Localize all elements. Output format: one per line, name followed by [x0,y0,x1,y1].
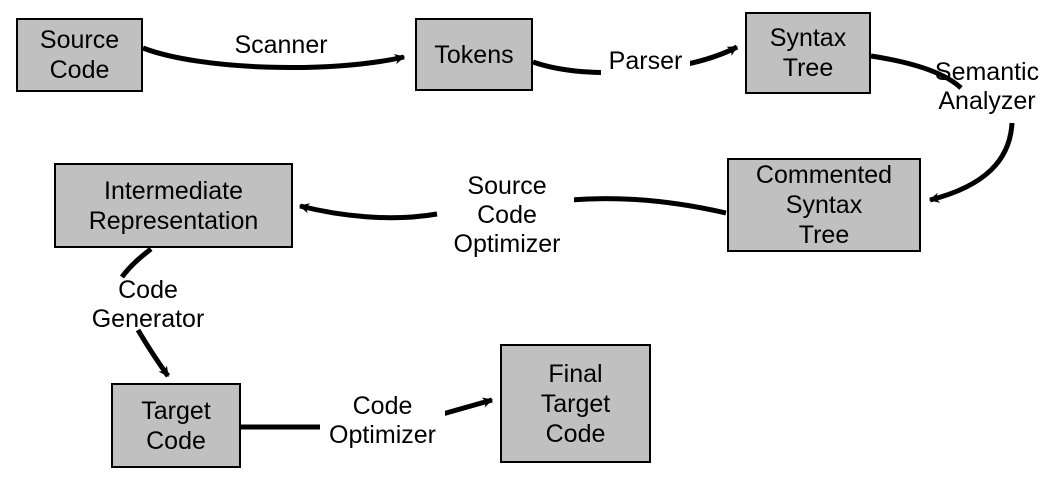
edge-label-scanner: Scanner [226,31,336,60]
edge-label-source-code-optimizer: Source Code Optimizer [440,172,574,259]
node-target-code[interactable]: Target Code [111,383,241,468]
edge-label-semantic-analyzer: Semantic Analyzer [934,58,1040,115]
node-syntax-tree[interactable]: Syntax Tree [745,12,871,94]
edge-label-parser: Parser [601,47,690,76]
edge-label-code-generator: Code Generator [91,276,205,333]
edge-path-code-generator [119,247,153,279]
node-tokens[interactable]: Tokens [415,18,533,91]
edge-path-source-code-optimizer-2 [298,203,438,221]
node-final-target-code[interactable]: Final Target Code [500,344,651,463]
edge-path-source-code-optimizer [569,196,727,216]
edge-path-semantic-analyzer-2 [928,122,1015,203]
node-intermediate-representation[interactable]: Intermediate Representation [54,163,293,248]
node-source-code[interactable]: Source Code [16,18,143,92]
edge-path-code-generator-2 [135,328,171,378]
edge-label-code-optimizer: Code Optimizer [320,392,445,450]
node-commented-syntax-tree[interactable]: Commented Syntax Tree [727,158,921,252]
